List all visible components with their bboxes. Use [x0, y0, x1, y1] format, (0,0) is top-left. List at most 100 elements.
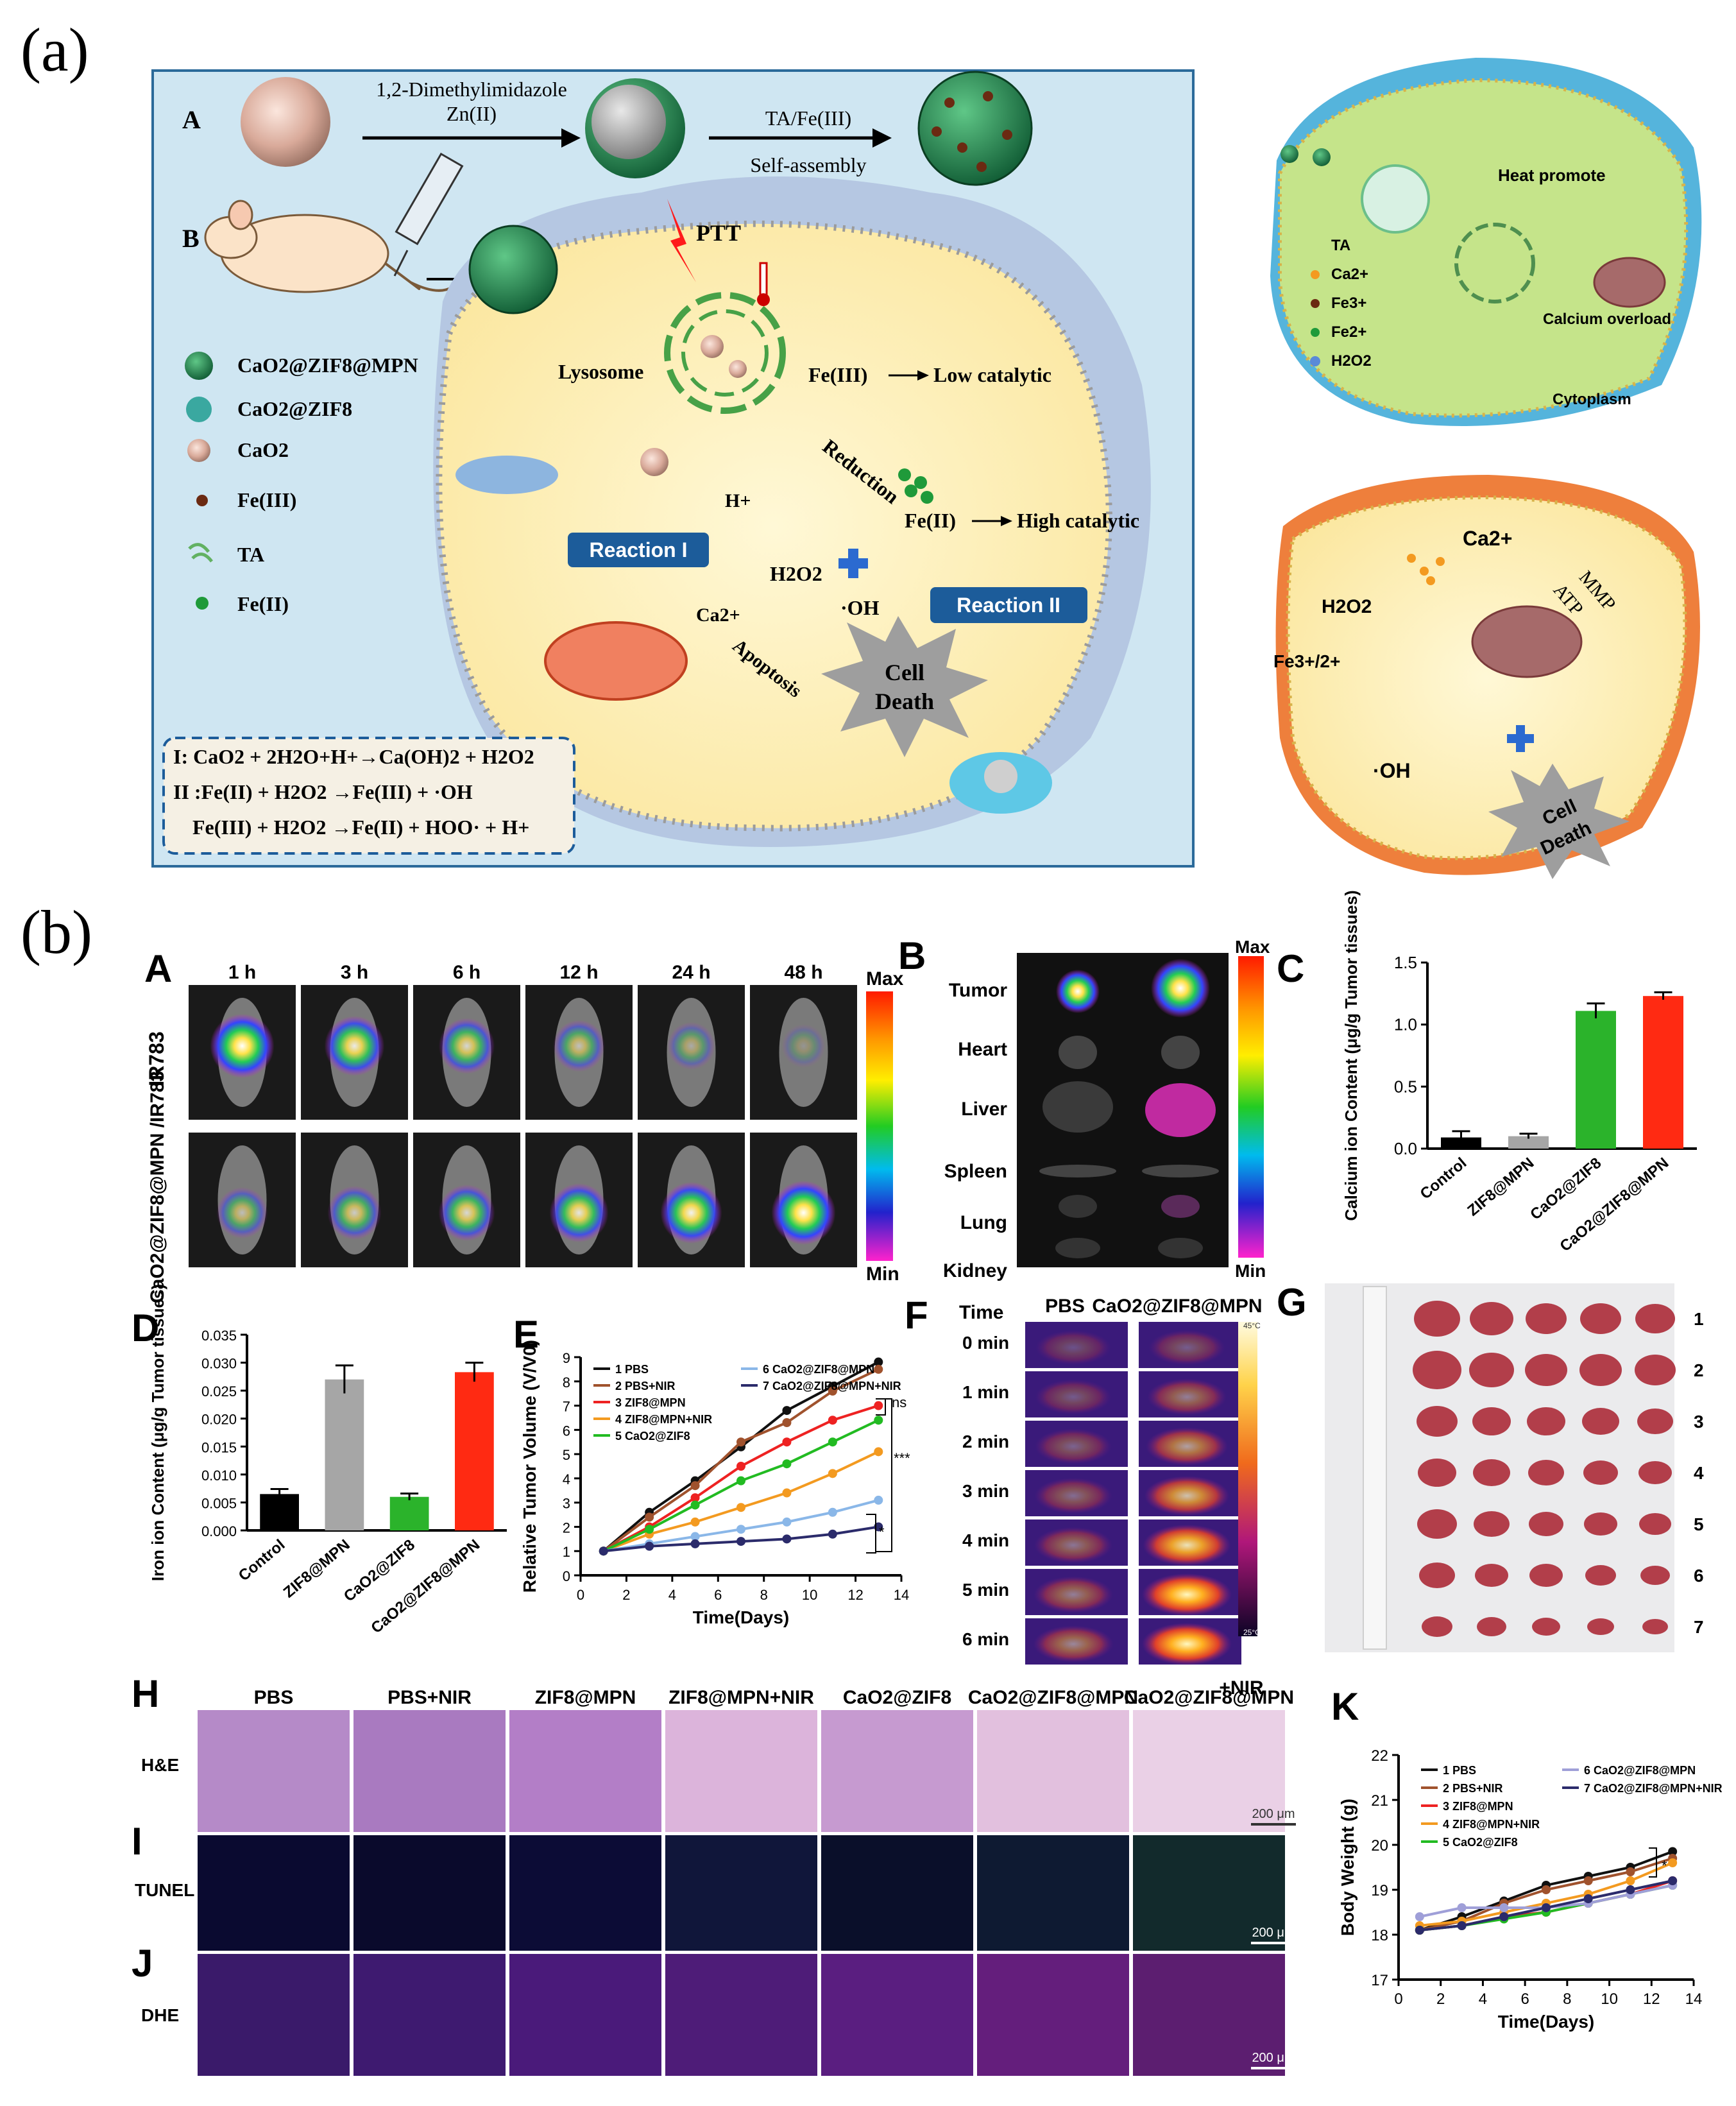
- tumor-r6-c2: [1532, 1618, 1560, 1636]
- chartC-ytick-label-2: 1.0: [1394, 1015, 1417, 1034]
- chartE-legend-label-1: 2 PBS+NIR: [615, 1380, 676, 1392]
- chartK-point-6-2: [1499, 1912, 1509, 1921]
- chartE-xtick-label-5: 10: [802, 1587, 817, 1603]
- golgi-icon: [455, 456, 558, 494]
- chartE-point-1-1: [645, 1512, 654, 1522]
- g-row-label-2: 3: [1694, 1412, 1704, 1432]
- cao2-zif8-core: [591, 85, 666, 159]
- chartK-point-5-1: [1457, 1903, 1467, 1912]
- tumor-r2-c4: [1637, 1408, 1673, 1434]
- chartE-point-0-6: [874, 1357, 883, 1367]
- thermal-scale-top: 45°C: [1243, 1321, 1261, 1330]
- chart-c: 0.00.51.01.5ControlZIF8@MPNCaO2@ZIF8CaO2…: [1341, 890, 1697, 1255]
- f-row-label-0: 0 min: [962, 1333, 1009, 1353]
- rb-ca-dots: [1407, 554, 1445, 585]
- h-col-label-5: CaO2@ZIF8@MPN: [968, 1687, 1138, 1708]
- row-label-cao2: CaO2@ZIF8@MPN /IR783: [147, 1071, 168, 1303]
- liver-2: [1145, 1083, 1216, 1137]
- chartK-xtick-label-5: 10: [1601, 1990, 1618, 2008]
- organ-label-3: Spleen: [944, 1161, 1007, 1182]
- sub-label-A: A: [144, 947, 172, 990]
- panel-a-label: (a): [21, 15, 89, 84]
- tumor-r6-c0: [1422, 1616, 1452, 1637]
- chartE-xtick-label-0: 0: [577, 1587, 584, 1603]
- nanoparticle-entering: [468, 225, 558, 314]
- chartK-point-1-4: [1583, 1876, 1593, 1885]
- histo-image-r0-c5: [977, 1710, 1129, 1832]
- thermal-spot-r1-c0: [1035, 1379, 1112, 1415]
- tumor-r0-c2: [1526, 1303, 1567, 1334]
- nucleus-icon: [984, 760, 1017, 793]
- histo-image-r2-c5: [977, 1954, 1129, 2076]
- histo-image-r0-c2: [509, 1710, 661, 1832]
- f-row-label-2: 2 min: [962, 1432, 1009, 1451]
- sub-label-B: B: [898, 934, 926, 977]
- chartE-point-5-5: [828, 1507, 837, 1517]
- chartE-point-3-5: [828, 1469, 837, 1478]
- tumor-cao2-signal: [1151, 959, 1210, 1018]
- scalebar-label-2: 200 μm: [1252, 2051, 1295, 2065]
- scalebar-label-1: 200 μm: [1252, 1926, 1295, 1940]
- chartE-annotation-2: *: [879, 1524, 885, 1540]
- chartE-point-4-6: [874, 1416, 883, 1425]
- chartC-ytick-label-3: 1.5: [1394, 953, 1417, 972]
- chartE-annotation-1: ***: [894, 1450, 910, 1466]
- chartK-point-6-1: [1457, 1921, 1467, 1930]
- thermal-spot-r6-c0: [1033, 1625, 1114, 1663]
- chartE-point-6-4: [782, 1534, 792, 1544]
- chartK-xtick-label-6: 12: [1643, 1990, 1660, 2008]
- chartE-point-1-2: [690, 1481, 700, 1491]
- histo-image-r2-c6: [1133, 1954, 1285, 2076]
- chartD-ytick-label-2: 0.010: [201, 1468, 237, 1484]
- thermal-spot-r4-c0: [1034, 1527, 1113, 1564]
- tumor-r3-c1: [1473, 1459, 1510, 1486]
- chartK-ytick-label-2: 19: [1371, 1882, 1388, 1899]
- chartK-ytick-label-1: 18: [1371, 1927, 1388, 1944]
- time-header-4: 24 h: [672, 962, 710, 983]
- chartK-point-6-5: [1626, 1885, 1635, 1894]
- legend-a: CaO2@ZIF8@MPN CaO2@ZIF8 CaO2 Fe(III) TA …: [185, 352, 418, 615]
- f-row-label-6: 6 min: [962, 1629, 1009, 1649]
- time-header-2: 6 h: [453, 962, 481, 983]
- histo-image-r2-c3: [665, 1954, 817, 2076]
- chartE-point-3-3: [736, 1503, 745, 1512]
- chartK-point-3-6: [1668, 1858, 1678, 1867]
- g-row-label-6: 7: [1694, 1617, 1704, 1637]
- histo-image-r0-c4: [821, 1710, 973, 1832]
- chartE-point-6-5: [828, 1529, 837, 1539]
- reaction2-label: Reaction II: [957, 594, 1060, 617]
- equation-2: II :Fe(II) + H2O2 →Fe(III) + ·OH: [173, 780, 473, 803]
- endosome-icon: [1361, 164, 1430, 234]
- chartE-ytick-label-8: 8: [563, 1374, 570, 1391]
- chartD-ytick-label-7: 0.035: [201, 1328, 237, 1344]
- right-bottom-cell: [1286, 495, 1687, 860]
- low-catalytic-label: Low catalytic: [933, 363, 1051, 386]
- chartK-xtick-label-7: 14: [1685, 1990, 1703, 2008]
- chartK-point-3-5: [1626, 1876, 1635, 1885]
- histo-image-r1-c1: [353, 1835, 506, 1951]
- fluor-signal-r0-c5: [781, 1024, 826, 1068]
- chartK-legend-label-1: 2 PBS+NIR: [1443, 1782, 1503, 1795]
- right-top-cell: [1278, 78, 1689, 418]
- chartE-ytick-label-3: 3: [563, 1496, 570, 1512]
- chartK-xlabel: Time(Days): [1498, 2012, 1594, 2032]
- cell-death-burst: [821, 616, 988, 757]
- chartK-xtick-label-1: 2: [1436, 1990, 1445, 2008]
- chartK-point-5-2: [1499, 1903, 1509, 1912]
- lung-2: [1161, 1195, 1200, 1218]
- tumor-r0-c4: [1635, 1304, 1675, 1333]
- tumor-r0-c0: [1414, 1301, 1460, 1337]
- chartE-point-5-4: [782, 1517, 792, 1527]
- arrow-step2-head: [872, 128, 892, 148]
- high-catalytic-label: High catalytic: [1017, 509, 1139, 532]
- f-row-label-3: 3 min: [962, 1481, 1009, 1501]
- chartE-point-3-4: [782, 1488, 792, 1498]
- chartK-ytick-label-5: 22: [1371, 1747, 1388, 1765]
- cao2-sphere: [241, 77, 330, 167]
- fe2-label: Fe(II): [905, 509, 956, 532]
- laser-bolt-icon: [667, 199, 696, 282]
- chartK-point-6-4: [1583, 1894, 1593, 1903]
- mpn-fe-dots: [932, 91, 1012, 172]
